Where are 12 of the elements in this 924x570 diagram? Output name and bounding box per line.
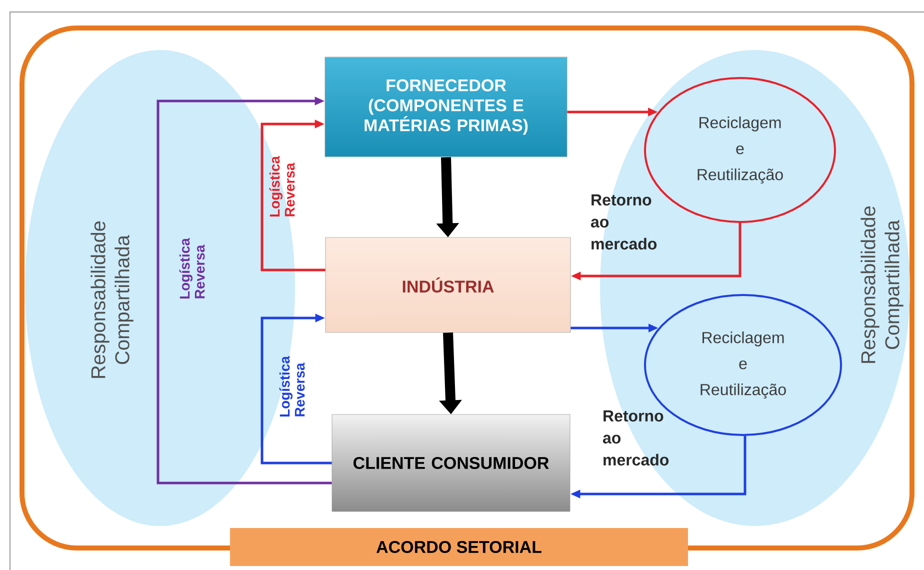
process-box: INDÚSTRIA xyxy=(325,237,571,333)
banner-bar: ACORDO SETORIAL xyxy=(230,528,688,566)
edge-label: Logística Reversa xyxy=(269,156,295,217)
zone-label: Responsabilidade Compartilhada xyxy=(860,206,904,363)
process-box: FORNECEDOR (COMPONENTES E MATÉRIAS PRIMAS) xyxy=(324,56,568,158)
arrow xyxy=(156,96,332,484)
arrow xyxy=(260,120,326,272)
edge-label: Logística Reversa xyxy=(179,238,205,299)
arrow xyxy=(260,314,332,464)
edge-label: Logística Reversa xyxy=(279,356,305,417)
process-box: CLIENTE CONSUMIDOR xyxy=(332,414,570,512)
zone-label: Responsabilidade Compartilhada xyxy=(90,221,134,378)
